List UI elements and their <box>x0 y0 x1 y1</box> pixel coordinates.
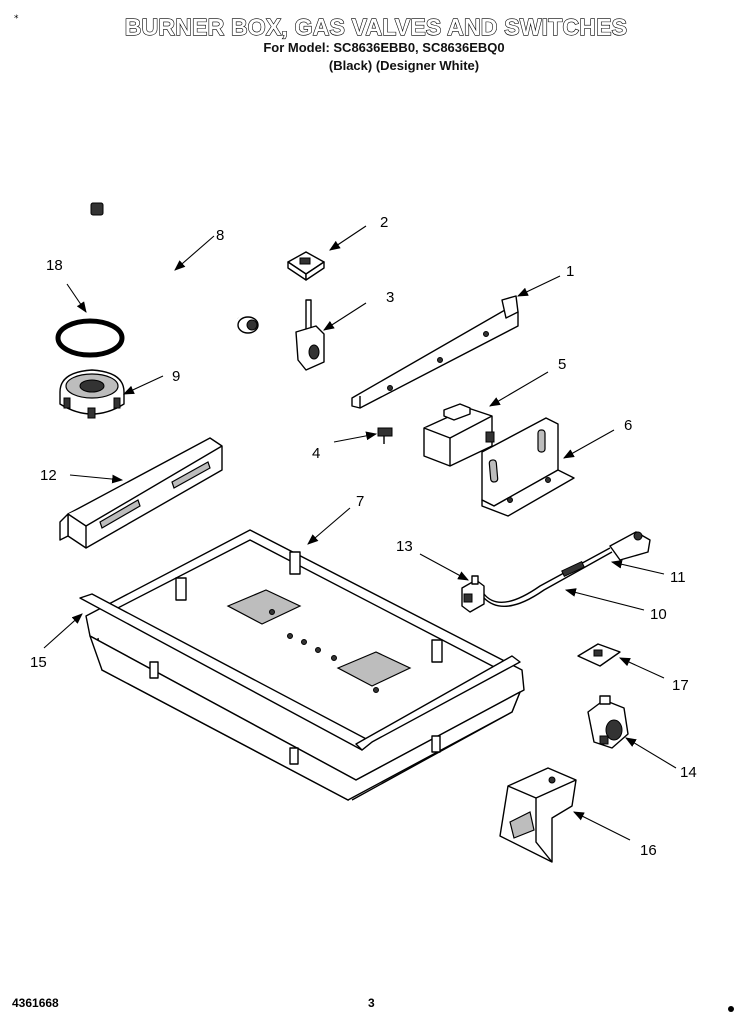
part-14-gas-valve <box>587 695 629 749</box>
callout-5: 5 <box>558 356 566 373</box>
callout-8: 8 <box>216 227 224 244</box>
part-13-switch <box>461 575 485 613</box>
part-3-igniter <box>295 299 325 371</box>
variant-line: (Black) (Designer White) <box>328 58 480 73</box>
corner-dot <box>728 1006 734 1012</box>
page-number: 3 <box>368 996 375 1010</box>
part-17-clip <box>577 643 621 667</box>
part-7-burner-box <box>85 529 525 802</box>
document-number: 4361668 <box>12 996 59 1010</box>
part-6-l-bracket <box>481 417 575 517</box>
callout-11: 11 <box>670 569 686 586</box>
callout-3: 3 <box>386 289 394 306</box>
corner-mark: * <box>14 14 19 24</box>
callout-1: 1 <box>566 263 574 280</box>
callout-4: 4 <box>312 445 320 462</box>
part-18-burner-ring <box>55 318 125 358</box>
part-9-burner-base <box>59 369 125 419</box>
callout-18: 18 <box>46 257 63 274</box>
callout-16: 16 <box>640 842 657 859</box>
part-2-clip <box>287 251 325 281</box>
callout-labels: 1 2 3 4 5 6 7 8 9 10 11 12 13 14 15 16 1… <box>30 214 697 859</box>
callout-2: 2 <box>380 214 388 231</box>
model-line: For Model: SC8636EBB0, SC8636EBQ0 <box>263 40 505 55</box>
part-12-bracket <box>59 437 223 549</box>
callout-6: 6 <box>624 417 632 434</box>
callout-7: 7 <box>356 493 364 510</box>
callout-13: 13 <box>396 538 413 555</box>
leader-lines <box>43 225 677 841</box>
part-15-trim-strip <box>79 593 521 751</box>
part-10-wire-harness <box>483 547 613 607</box>
callout-17: 17 <box>672 677 689 694</box>
callout-12: 12 <box>40 467 57 484</box>
part-11-electrode <box>561 531 651 578</box>
callout-9: 9 <box>172 368 180 385</box>
part-16-valve-bracket <box>499 767 577 863</box>
page-title: BURNER BOX, GAS VALVES AND SWITCHES <box>124 13 628 40</box>
part-8-gas-tube <box>90 202 259 334</box>
part-1-mounting-bracket <box>351 295 519 409</box>
callout-10: 10 <box>650 606 667 623</box>
part-4-screw <box>377 427 393 444</box>
callout-14: 14 <box>680 764 697 781</box>
callout-15: 15 <box>30 654 47 671</box>
